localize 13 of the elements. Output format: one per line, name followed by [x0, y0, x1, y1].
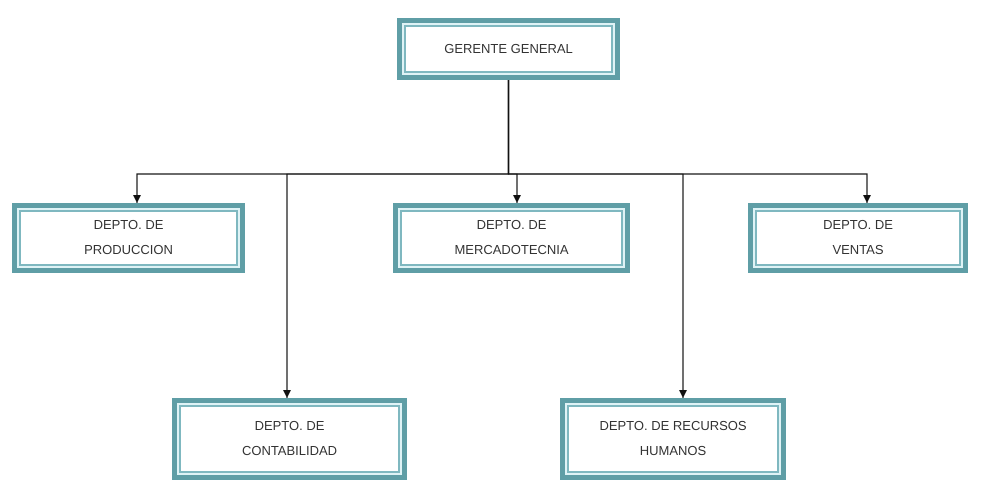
box-label: GERENTE GENERAL	[444, 40, 573, 58]
box-label: DEPTO. DE CONTABILIDAD	[240, 417, 338, 460]
box-label: DEPTO. DE MERCADOTECNIA	[453, 216, 570, 259]
org-box	[393, 203, 630, 273]
org-box	[12, 203, 245, 273]
box-label: DEPTO. DE PRODUCCION	[83, 216, 174, 259]
arrow	[508, 80, 871, 203]
box-label: DEPTO. DE VENTAS	[822, 216, 894, 259]
org-box	[397, 18, 620, 80]
org-box	[560, 398, 786, 480]
org-box	[172, 398, 407, 480]
org-box	[748, 203, 968, 273]
box-label: DEPTO. DE RECURSOS HUMANOS	[598, 417, 748, 460]
